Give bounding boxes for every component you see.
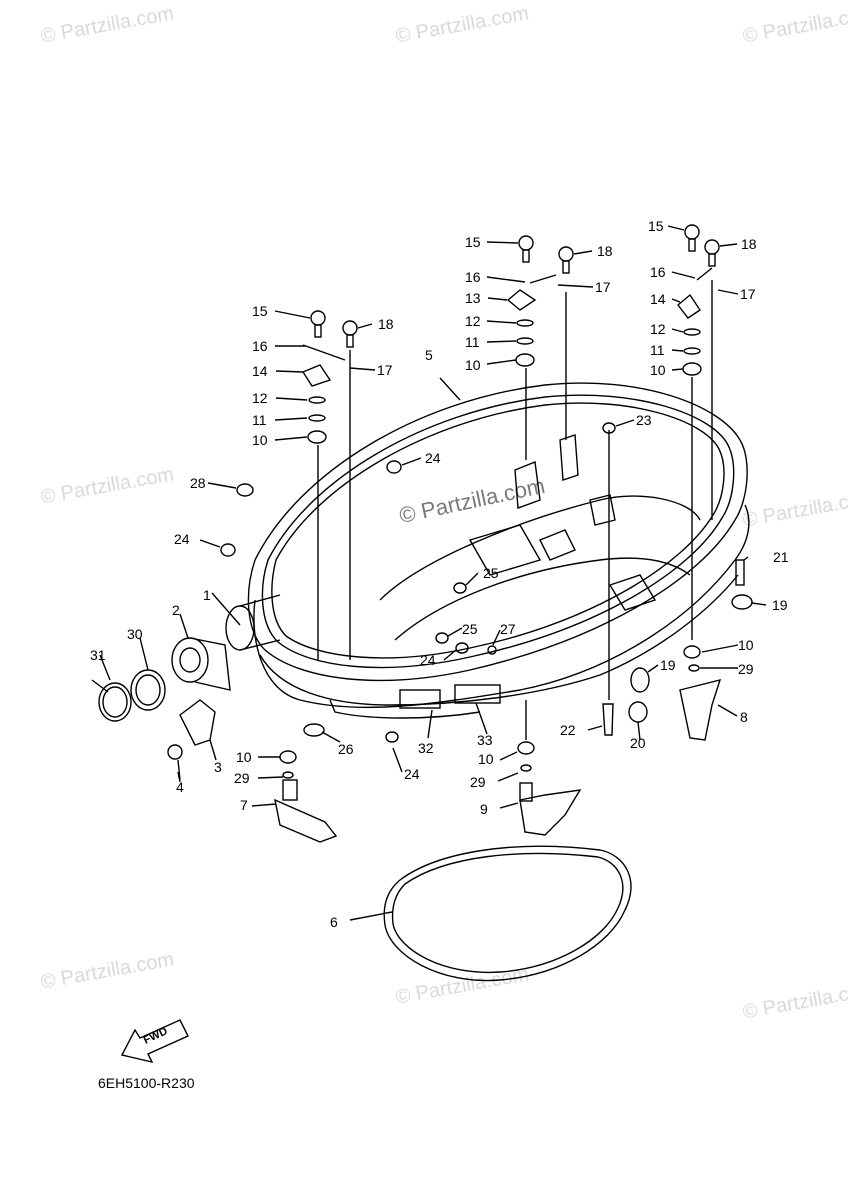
callout-16: 16 xyxy=(252,338,268,354)
callout-33: 33 xyxy=(477,732,493,748)
callout-17: 17 xyxy=(595,279,611,295)
callout-9: 9 xyxy=(480,801,488,817)
callout-15: 15 xyxy=(648,218,664,234)
callout-1: 1 xyxy=(203,587,211,603)
clamp-31 xyxy=(98,682,132,722)
callout-28: 28 xyxy=(190,475,206,491)
callout-17: 17 xyxy=(377,362,393,378)
callout-10: 10 xyxy=(252,432,268,448)
bracket-3 xyxy=(179,699,216,746)
lever-7 xyxy=(274,798,338,843)
callout-5: 5 xyxy=(425,347,433,363)
callout-12: 12 xyxy=(650,321,666,337)
callout-16: 16 xyxy=(465,269,481,285)
callout-10: 10 xyxy=(236,749,252,765)
hose-sleeve xyxy=(225,605,255,651)
callout-29: 29 xyxy=(738,661,754,677)
callout-18: 18 xyxy=(597,243,613,259)
callout-4: 4 xyxy=(176,779,184,795)
diagram-code: 6EH5100-R230 xyxy=(98,1075,195,1091)
callout-15: 15 xyxy=(465,234,481,250)
callout-23: 23 xyxy=(636,412,652,428)
callout-19: 19 xyxy=(772,597,788,613)
callout-26: 26 xyxy=(338,741,354,757)
callout-20: 20 xyxy=(630,735,646,751)
callout-2: 2 xyxy=(172,602,180,618)
cowling-rim-inner xyxy=(261,394,735,669)
callout-6: 6 xyxy=(330,914,338,930)
callout-17: 17 xyxy=(740,286,756,302)
callout-12: 12 xyxy=(252,390,268,406)
grommet-2 xyxy=(171,637,209,683)
callout-15: 15 xyxy=(252,303,268,319)
callout-31: 31 xyxy=(90,647,106,663)
callout-25: 25 xyxy=(483,565,499,581)
cowling-shell xyxy=(253,504,750,709)
callout-24: 24 xyxy=(174,531,190,547)
callout-29: 29 xyxy=(470,774,486,790)
callout-3: 3 xyxy=(214,759,222,775)
seal-6 xyxy=(383,845,632,982)
lever-8 xyxy=(679,679,722,741)
callout-11: 11 xyxy=(252,412,267,428)
callout-24: 24 xyxy=(420,652,436,668)
callout-25: 25 xyxy=(462,621,478,637)
callout-32: 32 xyxy=(418,740,434,756)
callout-19: 19 xyxy=(660,657,676,673)
fwd-arrow xyxy=(120,1019,189,1064)
callout-7: 7 xyxy=(240,797,248,813)
callout-21: 21 xyxy=(773,549,789,565)
callout-30: 30 xyxy=(127,626,143,642)
cowling-rim-gasket xyxy=(271,402,725,659)
callout-10: 10 xyxy=(650,362,666,378)
callout-24: 24 xyxy=(404,766,420,782)
callout-13: 13 xyxy=(465,290,481,306)
callout-24: 24 xyxy=(425,450,441,466)
callout-10: 10 xyxy=(478,751,494,767)
callout-11: 11 xyxy=(465,334,480,350)
callout-12: 12 xyxy=(465,313,481,329)
callout-10: 10 xyxy=(465,357,481,373)
callout-18: 18 xyxy=(741,236,757,252)
cowling-skirt xyxy=(259,574,739,706)
callout-8: 8 xyxy=(740,709,748,725)
callout-14: 14 xyxy=(650,291,666,307)
cowling-rim-outer xyxy=(247,382,748,682)
callout-14: 14 xyxy=(252,363,268,379)
callout-16: 16 xyxy=(650,264,666,280)
callout-27: 27 xyxy=(500,621,516,637)
callout-10: 10 xyxy=(738,637,754,653)
callout-11: 11 xyxy=(650,342,665,358)
callout-29: 29 xyxy=(234,770,250,786)
lever-9 xyxy=(519,789,582,836)
callout-22: 22 xyxy=(560,722,576,738)
callout-18: 18 xyxy=(378,316,394,332)
